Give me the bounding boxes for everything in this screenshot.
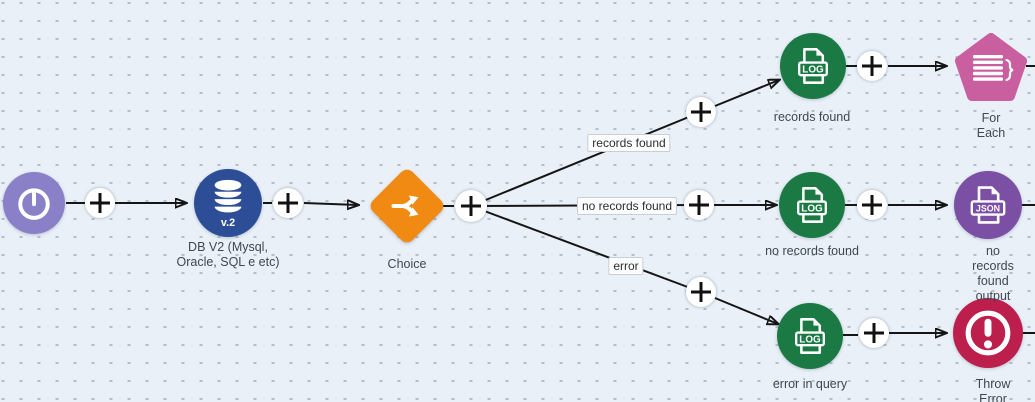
- node-choice[interactable]: [367, 166, 447, 246]
- edge-label-error: error: [608, 257, 644, 275]
- plus-icon: [870, 195, 874, 215]
- plus-icon: [469, 196, 473, 216]
- node-label-choice: Choice: [387, 257, 427, 271]
- log-file-icon: LOG: [798, 48, 828, 84]
- edge-label-records-found: records found: [587, 134, 671, 152]
- node-label-for-each: For Each: [976, 111, 1006, 140]
- plus-icon: [697, 195, 701, 215]
- node-label-throw-error: Throw Error: [975, 377, 1011, 402]
- log-icon-text: LOG: [802, 65, 824, 76]
- node-log-error-in-query[interactable]: LOG: [777, 303, 843, 369]
- log-file-icon: LOG: [795, 318, 825, 354]
- log-icon-text: LOG: [799, 335, 821, 346]
- add-node-button[interactable]: [857, 51, 887, 81]
- node-label-db: DB V2 (Mysql, Oracle, SQL e etc): [176, 240, 280, 269]
- edge-plus-to-choice: [303, 203, 358, 205]
- json-file-icon: JSON: [970, 186, 1006, 224]
- plus-icon: [699, 282, 703, 302]
- edge-branch-error: [470, 205, 702, 293]
- add-node-button[interactable]: [455, 190, 487, 222]
- json-icon-text: JSON: [976, 203, 1000, 213]
- edge-to-records-found-log: [714, 80, 779, 107]
- plus-icon: [699, 102, 703, 122]
- branch-choice-icon: [391, 195, 419, 217]
- plus-icon: [870, 56, 874, 76]
- node-db-v2[interactable]: v.2: [194, 169, 262, 237]
- plus-icon: [98, 193, 102, 213]
- node-for-each[interactable]: [953, 29, 1029, 110]
- edge-to-error-log: [714, 297, 778, 324]
- log-icon-text: LOG: [801, 204, 823, 215]
- for-each-icon: [955, 33, 1027, 101]
- error-exclamation-icon: [965, 310, 1011, 356]
- plus-icon: [872, 323, 876, 343]
- log-file-icon: LOG: [797, 187, 827, 223]
- node-label-error-in-query: error in query: [772, 377, 848, 391]
- node-throw-error[interactable]: [953, 298, 1023, 368]
- add-node-button[interactable]: [684, 190, 714, 220]
- db-version-badge: v.2: [221, 217, 235, 229]
- database-icon: v.2: [214, 179, 242, 229]
- add-node-button[interactable]: [857, 190, 887, 220]
- add-node-button[interactable]: [686, 277, 716, 307]
- add-node-button[interactable]: [273, 188, 303, 218]
- node-log-no-records-found[interactable]: LOG: [779, 172, 845, 238]
- node-log-records-found[interactable]: LOG: [780, 33, 846, 99]
- edge-branch-records-found: [470, 111, 702, 207]
- edge-label-no-records-found: no records found: [576, 197, 678, 215]
- node-timer-trigger[interactable]: [3, 172, 65, 234]
- node-json-output[interactable]: JSON: [954, 171, 1022, 239]
- node-label-records-found: records found: [773, 110, 851, 124]
- node-label-json-output: no records found output: [972, 244, 1014, 303]
- plus-icon: [286, 193, 290, 213]
- timer-icon: [18, 188, 50, 220]
- node-label-no-records-found: no records found: [765, 244, 859, 258]
- add-node-button[interactable]: [859, 318, 889, 348]
- add-node-button[interactable]: [686, 97, 716, 127]
- add-node-button[interactable]: [85, 188, 115, 218]
